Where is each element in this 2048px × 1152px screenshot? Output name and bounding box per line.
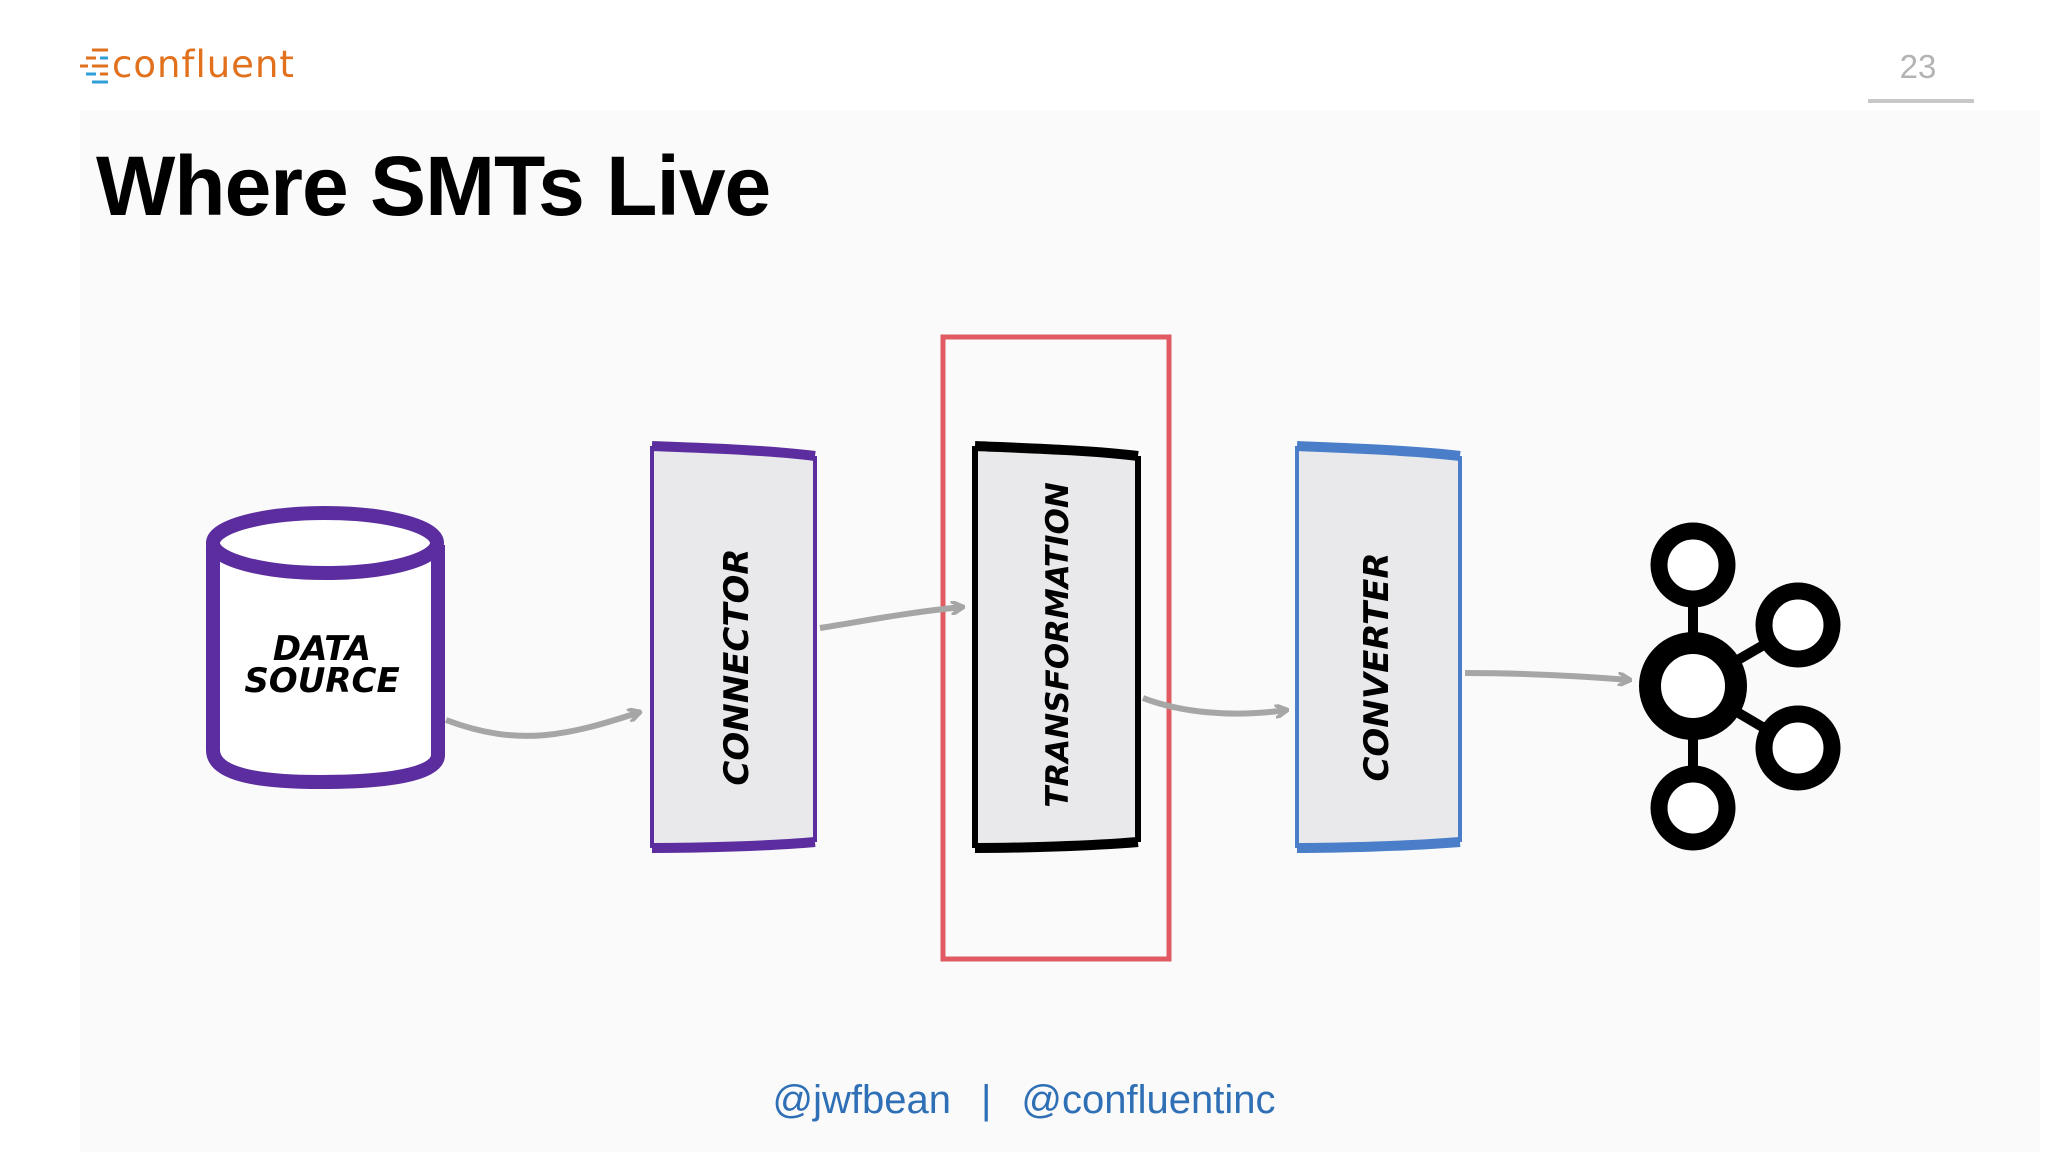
footer-handle-jwfbean[interactable]: @jwfbean	[772, 1078, 951, 1122]
arrow-transformation-to-converter	[1141, 695, 1287, 714]
connector-label: CONNECTOR	[717, 548, 757, 785]
transformation-node: TRANSFORMATION	[940, 334, 1172, 962]
confluent-logo-icon	[80, 48, 108, 84]
arrow-connector-to-transformation	[819, 607, 963, 631]
transformation-highlight-frame	[940, 334, 1172, 962]
footer-handles: @jwfbean | @confluentinc	[0, 1078, 2048, 1123]
confluent-logo: confluent	[80, 44, 295, 86]
arrow-converter-to-kafka	[1464, 670, 1630, 680]
page-number: 23	[1899, 48, 1937, 85]
flow-arrows	[444, 607, 1630, 739]
converter-node: CONVERTER	[1295, 441, 1462, 853]
converter-label: CONVERTER	[1357, 552, 1397, 781]
data-source-node: DATA SOURCE	[206, 506, 445, 789]
footer-handle-confluentinc[interactable]: @confluentinc	[1021, 1078, 1276, 1122]
slide-title: Where SMTs Live	[96, 139, 771, 233]
data-source-label-line2: SOURCE	[244, 661, 399, 701]
page-number-underline	[1868, 99, 1974, 103]
arrow-source-to-connector	[444, 712, 640, 739]
connector-node: CONNECTOR	[650, 441, 817, 853]
data-source-label-line1: DATA	[273, 629, 371, 669]
kafka-logo-icon	[1639, 522, 1841, 851]
transformation-label: TRANSFORMATION	[1040, 482, 1076, 808]
footer-separator: |	[981, 1078, 992, 1122]
data-source-cylinder-icon	[206, 545, 445, 789]
logo-text: confluent	[112, 43, 295, 86]
